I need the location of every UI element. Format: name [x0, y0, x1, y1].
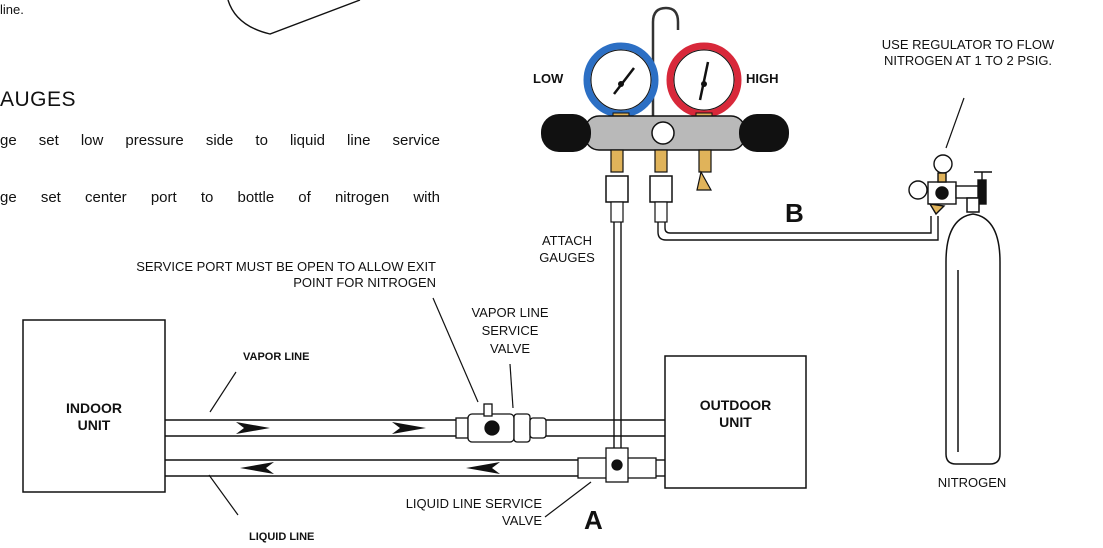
attach-gauges-line-2: GAUGES [539, 250, 595, 265]
liquid-valve-label-line-1: LIQUID LINE SERVICE [405, 496, 542, 511]
instruction-step-2: ge set center port to bottle of nitrogen… [0, 189, 440, 206]
indoor-unit-box [22, 319, 166, 493]
liquid-flow-arrows [240, 462, 500, 474]
high-label: HIGH [746, 71, 779, 86]
vapor-line-label: VAPOR LINE [243, 351, 310, 363]
pipe-sketch [227, 0, 361, 35]
low-side-knob [541, 114, 591, 152]
high-side-knob [739, 114, 789, 152]
point-b-label: B [785, 198, 804, 228]
attach-gauges-line-1: ATTACH [541, 233, 593, 248]
liquid-line-label: LIQUID LINE [249, 531, 315, 543]
indoor-unit-label-line-1: INDOOR [66, 400, 122, 416]
outdoor-unit-label-line-1: OUTDOOR [699, 397, 772, 413]
nitrogen-regulator [908, 154, 992, 216]
vapor-line-pipe [165, 419, 665, 437]
outdoor-unit-box [664, 355, 807, 489]
sight-glass [651, 121, 675, 145]
intro-fragment: line. [0, 2, 24, 17]
manifold-ports [610, 149, 713, 191]
low-label: LOW [533, 71, 564, 86]
liquid-valve-label-line-2: VALVE [502, 513, 542, 528]
regulator-note-line-1: USE REGULATOR TO FLOW [881, 37, 1055, 52]
center-hose-coupler [649, 175, 673, 203]
regulator-note-line-2: NITROGEN AT 1 TO 2 PSIG. [883, 53, 1053, 68]
point-a-label: A [584, 505, 603, 535]
nitrogen-bottle [945, 197, 1001, 465]
outdoor-unit-label-line-2: UNIT [719, 414, 752, 430]
instruction-step-1: ge set low pressure side to liquid line … [0, 132, 440, 149]
vapor-valve-label-line-2: SERVICE [481, 323, 539, 338]
liquid-line-pipe [165, 459, 665, 477]
high-pressure-gauge [666, 42, 742, 122]
vapor-valve-label-line-3: VALVE [490, 341, 530, 356]
hanger-hook [651, 6, 680, 116]
service-port-note-line-2: POINT FOR NITROGEN [293, 275, 436, 290]
liquid-line-service-valve [577, 447, 657, 483]
indoor-unit-label-line-2: UNIT [77, 417, 111, 433]
manifold-gauge-set [541, 6, 789, 223]
low-hose-coupler [605, 175, 629, 203]
low-pressure-gauge [583, 42, 659, 122]
vapor-line-service-valve [455, 403, 547, 443]
section-heading: AUGES [0, 88, 77, 111]
nitrogen-label: NITROGEN [937, 475, 1007, 490]
service-port-note-line-1: SERVICE PORT MUST BE OPEN TO ALLOW EXIT [136, 259, 436, 274]
leader-lines [208, 97, 965, 518]
vapor-valve-label-line-1: VAPOR LINE [471, 305, 549, 320]
hoses [613, 216, 939, 448]
vapor-flow-arrows [236, 422, 426, 434]
